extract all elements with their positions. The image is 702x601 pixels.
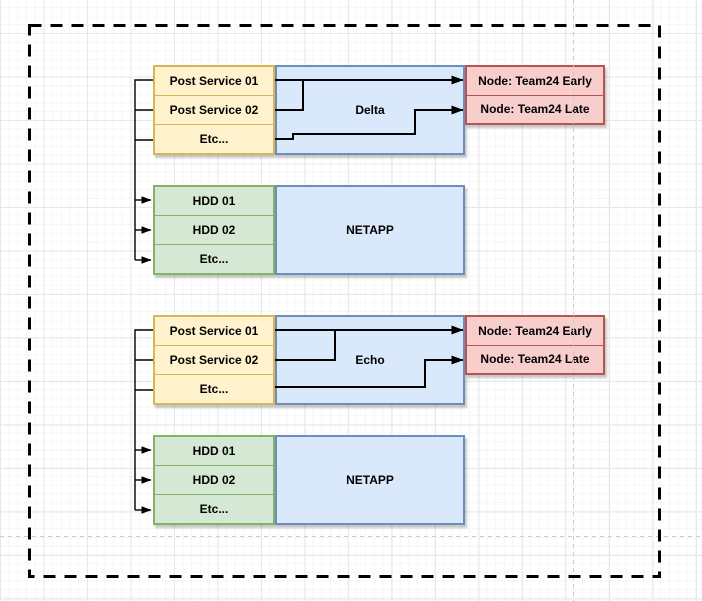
disk-item[interactable]: HDD 02 <box>155 215 273 244</box>
service-item[interactable]: Post Service 02 <box>155 95 273 124</box>
disk-stack-delta[interactable]: HDD 01 HDD 02 Etc... <box>153 185 275 275</box>
service-stack-echo[interactable]: Post Service 01 Post Service 02 Etc... <box>153 315 275 405</box>
disk-label: Etc... <box>199 252 229 266</box>
service-label: Post Service 01 <box>169 74 259 88</box>
disk-label: HDD 02 <box>192 473 236 487</box>
node-label: Node: Team24 Late <box>480 102 590 117</box>
disk-item[interactable]: HDD 01 <box>155 187 273 215</box>
service-stack-delta[interactable]: Post Service 01 Post Service 02 Etc... <box>153 65 275 155</box>
connector-echo-left-bracket[interactable] <box>134 329 153 510</box>
node-label: Node: Team24 Late <box>480 352 590 367</box>
service-label: Etc... <box>199 382 229 396</box>
node-item[interactable]: Node: Team24 Late <box>467 344 603 374</box>
node-item[interactable]: Node: Team24 Early <box>467 317 603 345</box>
service-item[interactable]: Etc... <box>155 374 273 403</box>
cluster-label: Delta <box>355 103 385 117</box>
node-label: Node: Team24 Early <box>478 73 592 88</box>
storage-box-delta[interactable]: NETAPP <box>275 185 465 275</box>
node-item[interactable]: Node: Team24 Early <box>467 67 603 95</box>
node-stack-echo[interactable]: Node: Team24 Early Node: Team24 Late <box>465 315 605 375</box>
service-item[interactable]: Post Service 01 <box>155 67 273 95</box>
cluster-label: Echo <box>355 353 385 367</box>
node-item[interactable]: Node: Team24 Late <box>467 94 603 124</box>
storage-label: NETAPP <box>346 223 394 237</box>
disk-item[interactable]: Etc... <box>155 244 273 273</box>
service-label: Post Service 02 <box>169 353 259 367</box>
service-label: Post Service 02 <box>169 103 259 117</box>
storage-label: NETAPP <box>346 473 394 487</box>
disk-label: HDD 02 <box>192 223 236 237</box>
service-label: Etc... <box>199 132 229 146</box>
disk-stack-echo[interactable]: HDD 01 HDD 02 Etc... <box>153 435 275 525</box>
storage-box-echo[interactable]: NETAPP <box>275 435 465 525</box>
service-item[interactable]: Post Service 02 <box>155 345 273 374</box>
disk-item[interactable]: Etc... <box>155 494 273 523</box>
disk-item[interactable]: HDD 02 <box>155 465 273 494</box>
node-stack-delta[interactable]: Node: Team24 Early Node: Team24 Late <box>465 65 605 125</box>
cluster-box-echo[interactable]: Echo <box>275 315 465 405</box>
disk-label: Etc... <box>199 502 229 516</box>
disk-label: HDD 01 <box>192 194 236 208</box>
node-label: Node: Team24 Early <box>478 323 592 338</box>
disk-label: HDD 01 <box>192 444 236 458</box>
service-item[interactable]: Post Service 01 <box>155 317 273 345</box>
service-item[interactable]: Etc... <box>155 124 273 153</box>
connector-delta-left-bracket[interactable] <box>134 79 153 260</box>
disk-item[interactable]: HDD 01 <box>155 437 273 465</box>
cluster-box-delta[interactable]: Delta <box>275 65 465 155</box>
service-label: Post Service 01 <box>169 324 259 338</box>
